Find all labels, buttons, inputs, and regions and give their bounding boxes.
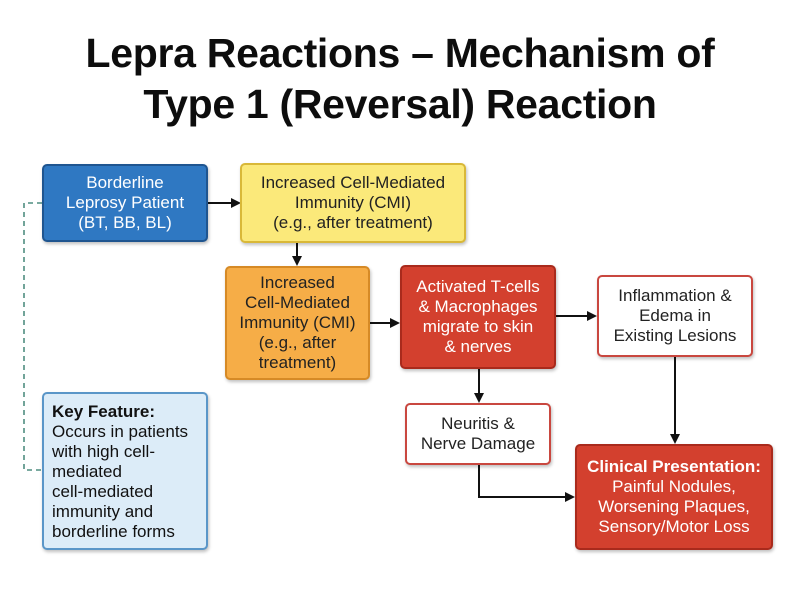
node-inflammation-edema: Inflammation & Edema in Existing Lesions [597,275,753,357]
clinical-body: Painful Nodules, Worsening Plaques, Sens… [598,477,750,536]
diagram-title: Lepra Reactions – Mechanism of Type 1 (R… [0,28,800,130]
node-increased-cmi-mid: Increased Cell-Mediated Immunity (CMI) (… [225,266,370,380]
node-borderline-patient-label: Borderline Leprosy Patient (BT, BB, BL) [65,173,185,232]
key-feature-box: Key Feature: Occurs in patients with hig… [42,392,208,550]
node-clinical-presentation: Clinical Presentation: Painful Nodules, … [575,444,773,550]
node-inflammation-edema-label: Inflammation & Edema in Existing Lesions [613,286,737,345]
arrow-neuritis-to-clinical [478,465,575,502]
node-increased-cmi-top: Increased Cell-Mediated Immunity (CMI) (… [240,163,466,243]
node-increased-cmi-mid-label: Increased Cell-Mediated Immunity (CMI) (… [239,273,356,372]
dashed-link [23,202,42,471]
title-line-1: Lepra Reactions – Mechanism of [85,30,715,76]
node-activated-cells: Activated T-cells & Macrophages migrate … [400,265,556,369]
node-increased-cmi-top-label: Increased Cell-Mediated Immunity (CMI) (… [260,173,446,232]
node-neuritis: Neuritis & Nerve Damage [405,403,551,465]
node-neuritis-label: Neuritis & Nerve Damage [420,414,536,453]
key-feature-heading: Key Feature: [52,402,155,421]
node-borderline-patient: Borderline Leprosy Patient (BT, BB, BL) [42,164,208,242]
key-feature-body: Occurs in patients with high cell- media… [52,422,189,541]
title-line-2: Type 1 (Reversal) Reaction [143,81,657,127]
clinical-heading: Clinical Presentation: [587,457,761,476]
node-activated-cells-label: Activated T-cells & Macrophages migrate … [416,277,540,356]
